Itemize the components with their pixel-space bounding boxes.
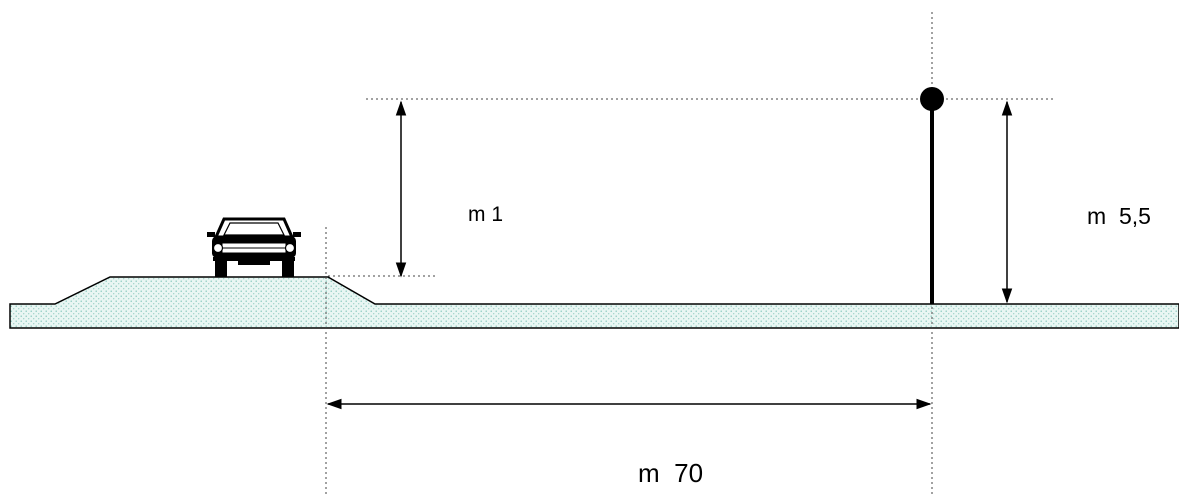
ground-embankment bbox=[9, 276, 1179, 329]
ball-top-pole-icon bbox=[920, 87, 944, 304]
distance-label: m 70 bbox=[638, 458, 703, 488]
car-front-icon bbox=[207, 217, 301, 277]
pole-height-label: m 5,5 bbox=[1087, 203, 1151, 229]
height-diff-label: m 1 bbox=[468, 203, 503, 226]
guide-lines bbox=[325, 12, 1055, 497]
